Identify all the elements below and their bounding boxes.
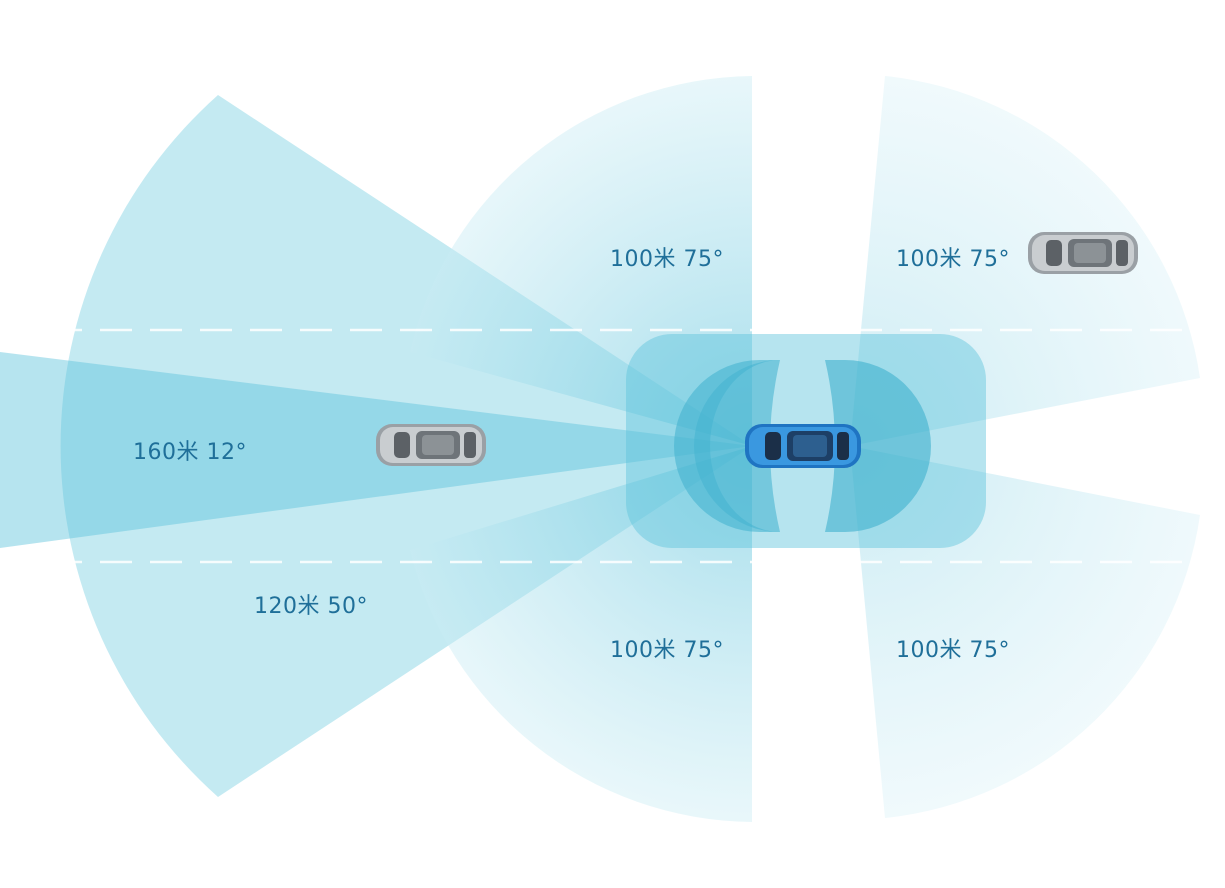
near-rear-disc: [825, 360, 931, 532]
label-front-left-lower: 100米 75°: [610, 638, 724, 663]
other-car-icon: [1028, 232, 1138, 274]
front-left-lower-zone: [410, 446, 752, 822]
label-long-range: 160米 12°: [133, 440, 247, 465]
label-front-right-lower: 100米 75°: [896, 638, 1010, 663]
label-front-right-upper: 100米 75°: [896, 247, 1010, 272]
ego-car-icon: [745, 424, 861, 468]
label-mid-range: 120米 50°: [254, 594, 368, 619]
front-left-upper-zone: [410, 76, 752, 446]
rear-right-upper-zone: [850, 76, 1200, 446]
near-front-disc: [674, 360, 780, 532]
other-car-icon: [376, 424, 486, 466]
lane-dashes: [0, 328, 1225, 564]
label-front-left-upper: 100米 75°: [610, 247, 724, 272]
rear-right-lower-zone: [850, 446, 1200, 818]
